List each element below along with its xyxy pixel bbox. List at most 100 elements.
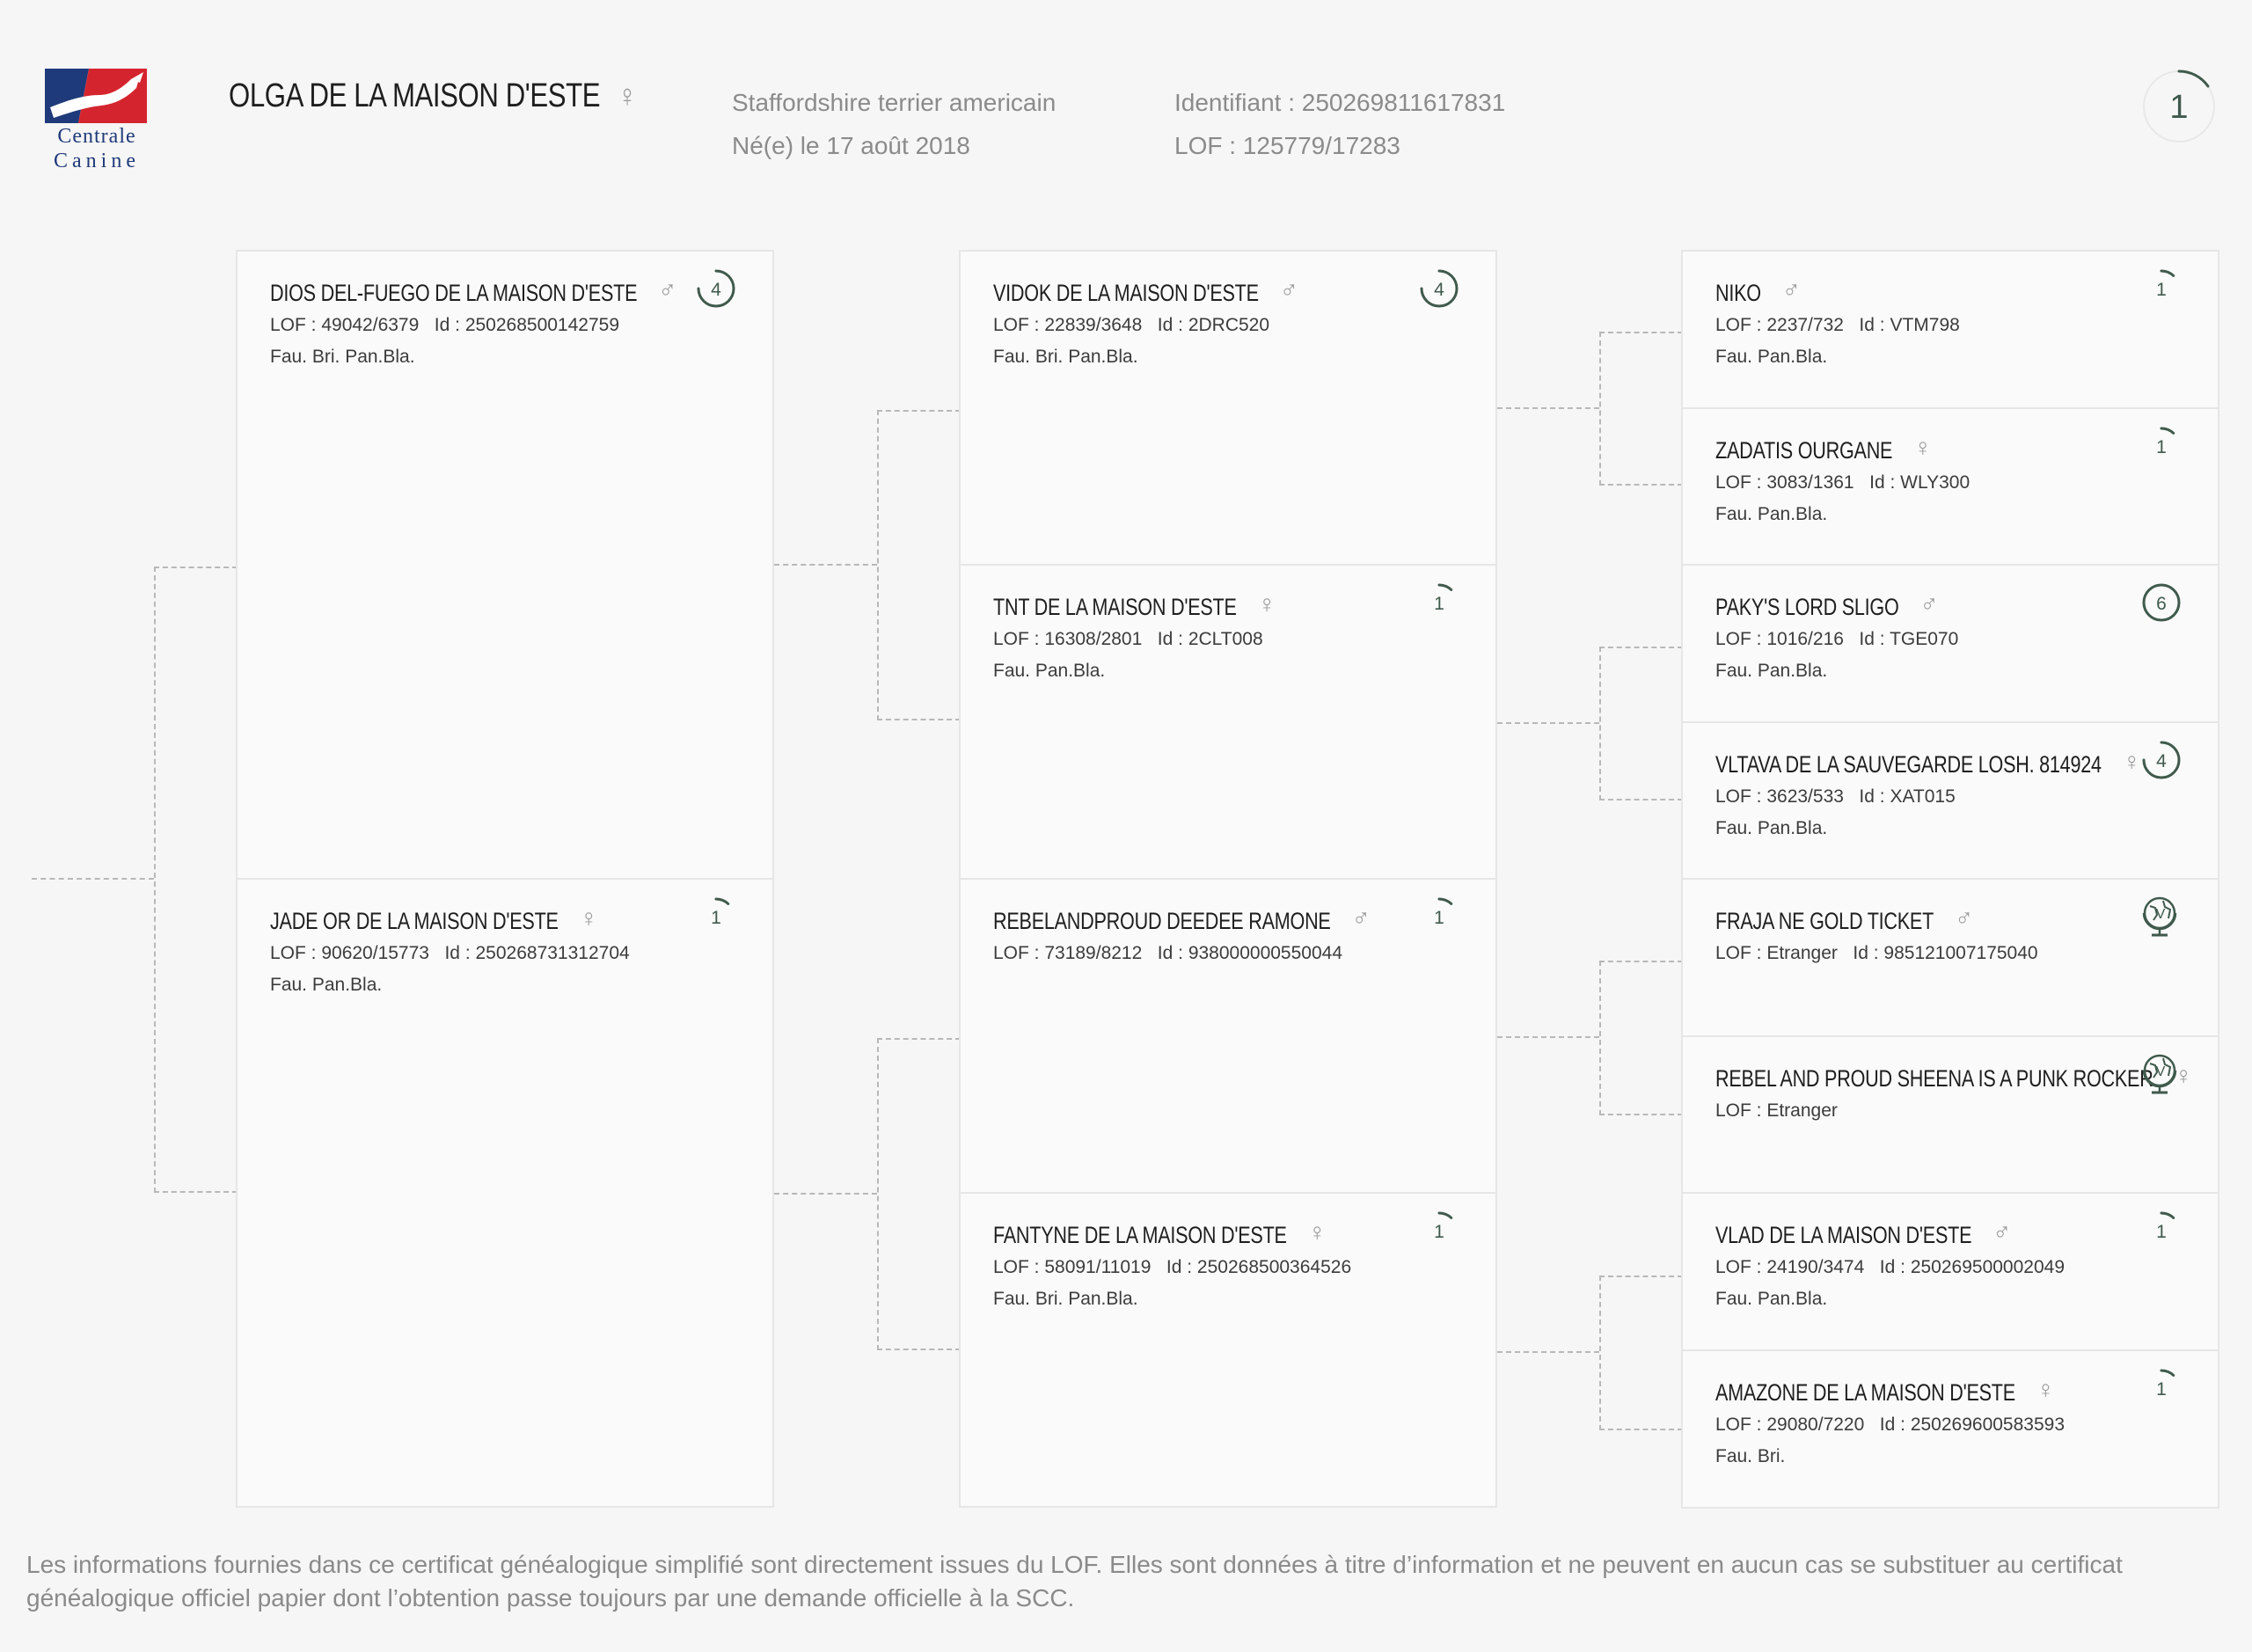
generation-count-badge[interactable]: 1 bbox=[1416, 894, 1462, 939]
coat-colors: Fau. Bri. Pan.Bla. bbox=[993, 347, 1138, 367]
female-icon: ♀ bbox=[1307, 1218, 1327, 1246]
pedigree-card-gen3-7[interactable]: VLAD DE LA MAISON D'ESTE ♂ LOF : 24190/347… bbox=[1681, 1192, 2219, 1351]
logo-text-canine: Canine bbox=[54, 150, 140, 172]
foreign-globe-icon[interactable]: V bbox=[2139, 894, 2184, 939]
dog-name[interactable]: PAKY'S LORD SLIGO bbox=[1715, 594, 1899, 620]
coat-colors: Fau. Pan.Bla. bbox=[993, 661, 1106, 681]
pedigree-card-gen3-4[interactable]: VLTAVA DE LA SAUVEGARDE LOSH. 814924 ♀ LOF… bbox=[1681, 721, 2219, 881]
dog-name[interactable]: FRAJA NE GOLD TICKET bbox=[1715, 908, 1934, 934]
generation-count-badge[interactable]: 1 bbox=[2139, 1208, 2184, 1254]
female-icon: ♀ bbox=[2122, 748, 2141, 775]
generation-count-badge[interactable]: 4 bbox=[2139, 737, 2184, 783]
lof-id-line: LOF : Etranger bbox=[1715, 1100, 1838, 1121]
coat-colors: Fau. Pan.Bla. bbox=[1715, 661, 1828, 681]
dog-name[interactable]: VIDOK DE LA MAISON D'ESTE bbox=[993, 280, 1259, 306]
generation-count-badge[interactable]: 1 bbox=[693, 894, 739, 939]
dog-name: OLGA DE LA MAISON D'ESTE bbox=[229, 77, 601, 114]
dog-name[interactable]: REBEL AND PROUD SHEENA IS A PUNK ROCKER bbox=[1715, 1065, 2153, 1092]
pedigree-card-gen2-4[interactable]: FANTYNE DE LA MAISON D'ESTE♀LOF : 58091/… bbox=[959, 1192, 1497, 1508]
coat-colors: Fau. Pan.Bla. bbox=[1715, 818, 1828, 838]
lof-id-line: LOF : 24190/3474 Id : 250269500002049 bbox=[1715, 1257, 2066, 1277]
badge-number: 1 bbox=[1434, 908, 1444, 928]
pedigree-card-gen3-6[interactable]: REBEL AND PROUD SHEENA IS A PUNK ROCKER ♀… bbox=[1681, 1035, 2219, 1195]
connector-stem bbox=[1497, 1036, 1599, 1038]
generation-badge-number: 1 bbox=[2169, 89, 2188, 126]
dog-name[interactable]: TNT DE LA MAISON D'ESTE bbox=[993, 594, 1237, 620]
lof-id-line: LOF : 73189/8212 Id : 938000000550044 bbox=[993, 943, 1343, 963]
connector-bracket bbox=[1599, 1276, 1683, 1430]
female-icon: ♀ bbox=[2174, 1062, 2193, 1089]
connector-stem bbox=[1497, 407, 1599, 409]
badge-number: 4 bbox=[711, 280, 721, 300]
male-icon: ♂ bbox=[1992, 1218, 2012, 1246]
generation-badge[interactable]: 1 bbox=[2139, 67, 2219, 146]
pedigree-card-gen2-2[interactable]: TNT DE LA MAISON D'ESTE ♀ LOF : 16308/2801… bbox=[959, 564, 1497, 880]
dog-name[interactable]: JADE OR DE LA MAISON D'ESTE bbox=[270, 908, 559, 934]
generation-count-badge[interactable]: 1 bbox=[2139, 1365, 2184, 1411]
lof-id-line: LOF : Etranger Id : 985121007175040 bbox=[1715, 943, 2038, 963]
coat-colors: Fau. Pan.Bla. bbox=[1715, 347, 1828, 367]
coat-colors: Fau. Pan.Bla. bbox=[1715, 1289, 1828, 1309]
badge-number: 1 bbox=[2156, 1379, 2167, 1400]
male-icon: ♂ bbox=[1955, 904, 1974, 932]
female-icon: ♀ bbox=[579, 904, 598, 932]
generation-count-badge[interactable]: 4 bbox=[693, 266, 739, 311]
coat-colors: Fau. Pan.Bla. bbox=[1715, 504, 1828, 524]
lof-id-line: LOF : 90620/15773 Id : 250268731312704 bbox=[270, 943, 630, 963]
female-icon: ♀ bbox=[1913, 434, 1933, 461]
badge-number: 4 bbox=[2156, 751, 2167, 771]
pedigree-card-gen3-8[interactable]: AMAZONE DE LA MAISON D'ESTE♀LOF : 29080/… bbox=[1681, 1349, 2219, 1509]
svg-text:V: V bbox=[2156, 1064, 2166, 1079]
generation-count-badge[interactable]: 1 bbox=[2139, 266, 2184, 311]
male-icon: ♂ bbox=[1919, 590, 1939, 618]
dog-name[interactable]: VLAD DE LA MAISON D'ESTE bbox=[1715, 1222, 1972, 1248]
pedigree-card-gen1-2[interactable]: JADE OR DE LA MAISON D'ESTE ♀ LOF : 90620/… bbox=[236, 878, 774, 1508]
generation-count-badge[interactable]: 4 bbox=[1416, 266, 1462, 311]
breed-label: Staffordshire terrier americain bbox=[732, 89, 1057, 116]
dog-name[interactable]: DIOS DEL-FUEGO DE LA MAISON D'ESTE bbox=[270, 280, 638, 306]
dog-name[interactable]: AMAZONE DE LA MAISON D'ESTE bbox=[1715, 1379, 2015, 1406]
badge-number: 1 bbox=[1434, 594, 1444, 614]
connector-bracket bbox=[1599, 332, 1683, 486]
lof-id-line: LOF : 22839/3648 Id : 2DRC520 bbox=[993, 315, 1270, 335]
generation-count-badge[interactable]: 1 bbox=[1416, 1208, 1462, 1254]
dog-name[interactable]: REBELANDPROUD DEEDEE RAMONE bbox=[993, 908, 1331, 934]
badge-number: 1 bbox=[2156, 1222, 2167, 1242]
dog-name[interactable]: NIKO bbox=[1715, 280, 1761, 306]
pedigree-card-gen1-1[interactable]: DIOS DEL-FUEGO DE LA MAISON D'ESTE♂LOF :… bbox=[236, 250, 774, 880]
pedigree-card-gen3-2[interactable]: ZADATIS OURGANE ♀ LOF : 3083/1361 Id : WLY… bbox=[1681, 407, 2219, 567]
svg-text:V: V bbox=[2156, 907, 2166, 922]
generation-count-badge[interactable]: 6 bbox=[2139, 580, 2184, 625]
connector-bracket bbox=[1599, 961, 1683, 1115]
connector-bracket bbox=[877, 410, 961, 720]
lof-id-line: LOF : 3623/533 Id : XAT015 bbox=[1715, 786, 1956, 807]
centrale-canine-logo: Centrale Canine bbox=[42, 69, 151, 174]
pedigree-card-gen3-5[interactable]: FRAJA NE GOLD TICKET ♂ LOF : Etranger Id :… bbox=[1681, 878, 2219, 1037]
male-icon: ♂ bbox=[1781, 276, 1801, 303]
dog-name[interactable]: VLTAVA DE LA SAUVEGARDE LOSH. 814924 bbox=[1715, 751, 2102, 778]
connector-bracket bbox=[1599, 647, 1683, 800]
lof-id-line: LOF : 2237/732 Id : VTM798 bbox=[1715, 315, 1960, 335]
pedigree-card-gen2-3[interactable]: REBELANDPROUD DEEDEE RAMONE ♂ LOF : 73189/… bbox=[959, 878, 1497, 1194]
generation-count-badge[interactable]: 1 bbox=[2139, 423, 2184, 469]
connector-stem bbox=[774, 1193, 877, 1195]
pedigree-card-gen2-1[interactable]: VIDOK DE LA MAISON D'ESTE♂LOF : 22839/36… bbox=[959, 250, 1497, 566]
connector-bracket bbox=[877, 1038, 961, 1350]
coat-colors: Fau. Bri. Pan.Bla. bbox=[993, 1289, 1138, 1309]
connector-bracket bbox=[154, 567, 238, 1193]
dog-name[interactable]: ZADATIS OURGANE bbox=[1715, 437, 1893, 464]
generation-count-badge[interactable]: 1 bbox=[1416, 580, 1462, 625]
lof-id-line: LOF : 1016/216 Id : TGE070 bbox=[1715, 629, 1959, 649]
foreign-globe-icon[interactable]: V bbox=[2139, 1051, 2184, 1097]
female-icon: ♀ bbox=[1257, 590, 1276, 618]
male-icon: ♂ bbox=[1351, 904, 1371, 932]
lof-id-line: LOF : 3083/1361 Id : WLY300 bbox=[1715, 472, 1970, 493]
lof-id-line: LOF : 29080/7220 Id : 250269600583593 bbox=[1715, 1414, 2066, 1435]
badge-number: 4 bbox=[1434, 280, 1444, 300]
badge-number: 1 bbox=[1434, 1222, 1444, 1242]
lof-id-line: LOF : 16308/2801 Id : 2CLT008 bbox=[993, 629, 1263, 649]
dog-name[interactable]: FANTYNE DE LA MAISON D'ESTE bbox=[993, 1222, 1287, 1248]
connector-stem bbox=[774, 564, 877, 566]
pedigree-card-gen3-3[interactable]: PAKY'S LORD SLIGO ♂ LOF : 1016/216 Id : TG… bbox=[1681, 564, 2219, 723]
